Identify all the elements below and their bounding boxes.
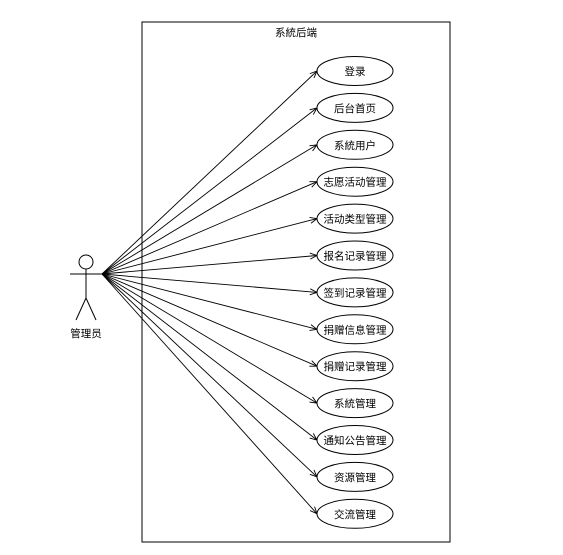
actor-right-leg <box>85 297 97 321</box>
use-case-3: 系統用户 <box>316 129 394 160</box>
system-boundary <box>141 21 451 543</box>
association-line <box>101 273 318 478</box>
use-case-12: 资源管理 <box>316 461 394 492</box>
use-case-2: 后台首页 <box>316 92 394 123</box>
association-lines <box>101 70 319 515</box>
use-case-ellipse <box>316 277 394 308</box>
use-case-7: 签到记录管理 <box>316 277 394 308</box>
use-case-label: 捐赠记录管理 <box>324 360 387 373</box>
use-case-ellipse <box>316 166 394 197</box>
use-case-list: 登录后台首页系統用户志愿活动管理活动类型管理报名记录管理签到记录管理捐赠信息管理… <box>316 56 394 529</box>
use-case-label: 系統用户 <box>334 139 376 152</box>
use-case-label: 签到记录管理 <box>324 286 387 299</box>
association-line <box>101 273 318 515</box>
use-case-ellipse <box>316 129 394 160</box>
association-line <box>101 273 318 330</box>
association-line <box>101 255 318 275</box>
use-case-9: 捐赠记录管理 <box>316 351 394 382</box>
use-case-label: 通知公告管理 <box>324 434 387 447</box>
use-case-label: 资源管理 <box>334 471 376 484</box>
use-case-label: 后台首页 <box>334 102 376 115</box>
use-case-label: 报名记录管理 <box>324 250 387 263</box>
association-line <box>101 273 318 293</box>
use-case-label: 活动类型管理 <box>324 213 387 226</box>
actor-left-leg <box>75 297 87 321</box>
use-case-ellipse <box>316 314 394 345</box>
association-arrowhead <box>309 144 318 152</box>
use-case-ellipse <box>316 498 394 529</box>
use-case-1: 登录 <box>316 56 394 86</box>
use-case-10: 系統管理 <box>316 388 394 419</box>
use-case-ellipse <box>316 92 394 123</box>
association-line <box>101 70 318 275</box>
system-title: 系統后端 <box>275 26 317 39</box>
association-arrowhead <box>309 396 318 404</box>
use-case-ellipse <box>316 425 394 455</box>
use-case-13: 交流管理 <box>316 498 394 529</box>
use-case-8: 捐赠信息管理 <box>316 314 394 345</box>
association-line <box>101 273 318 367</box>
use-case-label: 登录 <box>345 65 366 78</box>
actor-name: 管理员 <box>70 327 102 340</box>
use-case-label: 交流管理 <box>334 508 376 521</box>
association-line <box>101 273 318 441</box>
use-case-6: 报名记录管理 <box>316 240 394 271</box>
use-case-ellipse <box>316 203 394 234</box>
association-line <box>101 218 318 275</box>
use-case-label: 系統管理 <box>334 397 376 410</box>
use-case-label: 捐赠信息管理 <box>324 323 387 336</box>
association-line <box>101 144 318 275</box>
use-case-label: 志愿活动管理 <box>324 176 387 189</box>
association-line <box>101 107 318 275</box>
use-case-4: 志愿活动管理 <box>316 166 394 197</box>
use-case-11: 通知公告管理 <box>316 425 394 455</box>
use-case-ellipse <box>316 56 394 86</box>
association-line <box>101 181 318 275</box>
use-case-ellipse <box>316 388 394 419</box>
association-line <box>101 273 318 404</box>
use-case-ellipse <box>316 461 394 492</box>
actor-head <box>78 254 94 270</box>
actor-figure <box>70 254 102 321</box>
use-case-5: 活动类型管理 <box>316 203 394 234</box>
use-case-ellipse <box>316 351 394 382</box>
use-case-ellipse <box>316 240 394 271</box>
